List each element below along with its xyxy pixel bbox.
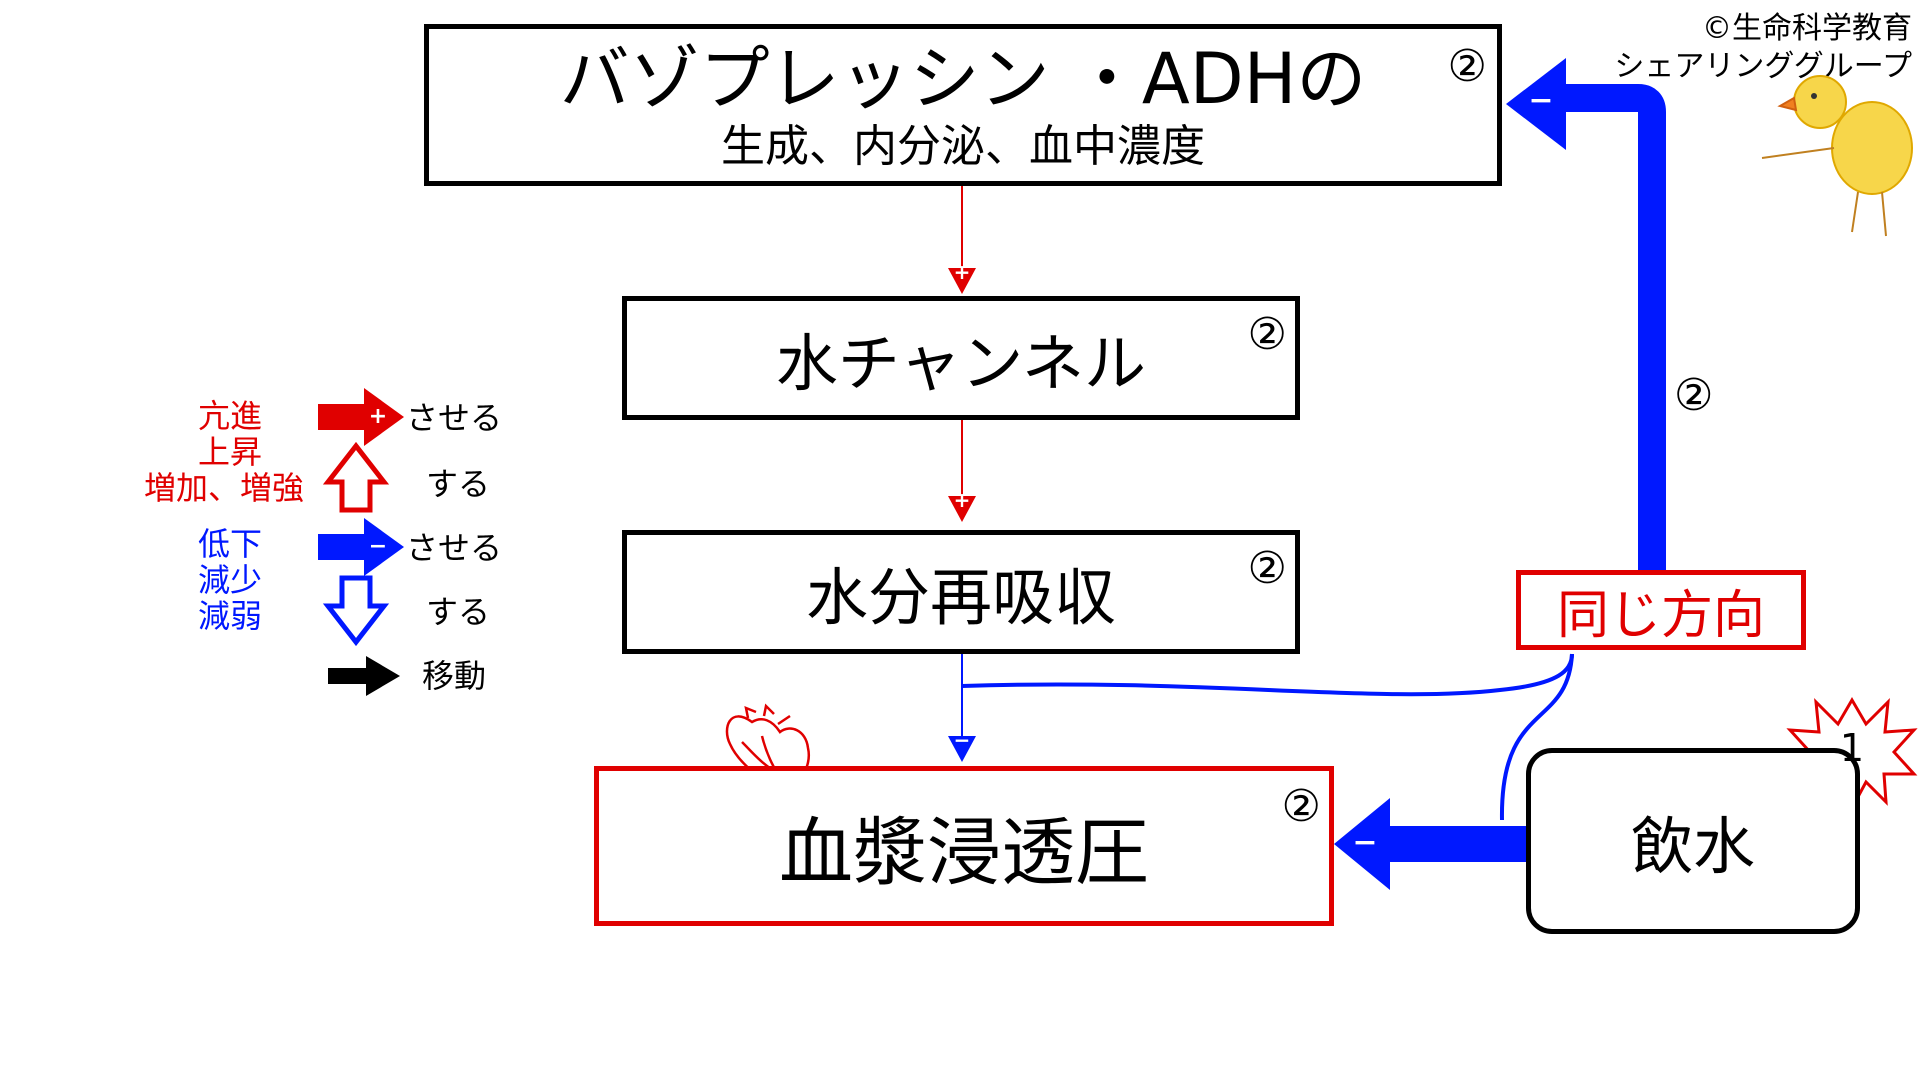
minus-sign-feedback: − bbox=[1528, 83, 1554, 118]
reabsorption-box: 水分再吸収 ② bbox=[622, 530, 1300, 654]
legend-red-right-shaft bbox=[318, 404, 366, 430]
legend-decrease-2: 減少 bbox=[198, 561, 263, 599]
feedback-arrow-shaft bbox=[1560, 84, 1666, 572]
same-direction-box: 同じ方向 bbox=[1516, 570, 1806, 650]
drinking-box: 飲水 bbox=[1526, 748, 1860, 934]
same-direction-curve-2 bbox=[1499, 653, 1574, 821]
feedback-num: ② bbox=[1674, 370, 1714, 421]
plus-sign-1: + bbox=[953, 260, 971, 284]
drinking-arrow-head bbox=[1334, 798, 1390, 890]
adh-subtitle: 生成、内分泌、血中濃度 bbox=[721, 121, 1205, 172]
copyright-line-2: シェアリンググループ bbox=[1614, 49, 1912, 84]
drinking-label: 飲水 bbox=[1630, 810, 1755, 883]
adh-title: バゾプレッシン ・ADHの bbox=[559, 38, 1367, 120]
legend-do-blue: する bbox=[426, 593, 491, 631]
drinking-badge-num: 1 bbox=[1839, 726, 1865, 770]
drinking-arrow-shaft bbox=[1386, 826, 1528, 862]
legend-make-do-red: させる bbox=[406, 399, 503, 437]
legend-increase-3: 増加、増強 bbox=[144, 469, 305, 507]
same-direction-label: 同じ方向 bbox=[1556, 585, 1765, 646]
legend-blue-right-shaft bbox=[318, 534, 366, 560]
legend-increase-1: 亢進 bbox=[198, 397, 263, 435]
reabsorption-to-plasma-head bbox=[948, 736, 976, 762]
same-direction-curve-1 bbox=[961, 653, 1574, 697]
water-channel-num: ② bbox=[1247, 309, 1287, 360]
water-channel-box: 水チャンネル ② bbox=[622, 296, 1300, 420]
feedback-arrow-head bbox=[1506, 58, 1566, 150]
legend-decrease-1: 低下 bbox=[198, 525, 263, 563]
adh-num: ② bbox=[1447, 41, 1487, 92]
adh-box: バゾプレッシン ・ADHの 生成、内分泌、血中濃度 ② bbox=[424, 24, 1502, 186]
legend-decrease-3: 減弱 bbox=[198, 597, 263, 635]
legend-red-up-arrow bbox=[322, 441, 390, 513]
legend-do-red: する bbox=[426, 465, 491, 503]
adh-to-channel-head bbox=[948, 268, 976, 294]
reabsorption-num: ② bbox=[1247, 543, 1287, 594]
legend-plus-sign: + bbox=[368, 404, 388, 429]
legend-red-right-head bbox=[364, 388, 404, 446]
plasma-osmotic-label: 血漿浸透圧 bbox=[779, 809, 1149, 896]
legend-minus-sign: − bbox=[368, 534, 388, 559]
chick-doodle bbox=[1761, 75, 1913, 237]
minus-sign-drinking: − bbox=[1352, 825, 1378, 860]
legend-move: 移動 bbox=[422, 657, 487, 695]
legend-blue-down-arrow bbox=[322, 575, 390, 647]
reabsorption-label: 水分再吸収 bbox=[805, 561, 1116, 634]
legend-make-do-blue: させる bbox=[406, 529, 503, 567]
channel-to-reabsorption-head bbox=[948, 496, 976, 522]
legend-blue-right-head bbox=[364, 518, 404, 576]
plasma-osmotic-num: ② bbox=[1281, 781, 1321, 832]
copyright: ©生命科学教育 シェアリンググループ bbox=[1614, 10, 1912, 86]
plasma-osmotic-box: 血漿浸透圧 ② bbox=[594, 766, 1334, 926]
legend-black-arrow-shaft bbox=[328, 668, 368, 684]
water-channel-label: 水チャンネル bbox=[775, 327, 1147, 400]
legend-black-arrow-head bbox=[366, 656, 400, 696]
copyright-line-1: ©生命科学教育 bbox=[1702, 11, 1912, 46]
minus-sign-1: − bbox=[953, 728, 971, 752]
legend-increase-2: 上昇 bbox=[198, 433, 263, 471]
plus-sign-2: + bbox=[953, 488, 971, 512]
